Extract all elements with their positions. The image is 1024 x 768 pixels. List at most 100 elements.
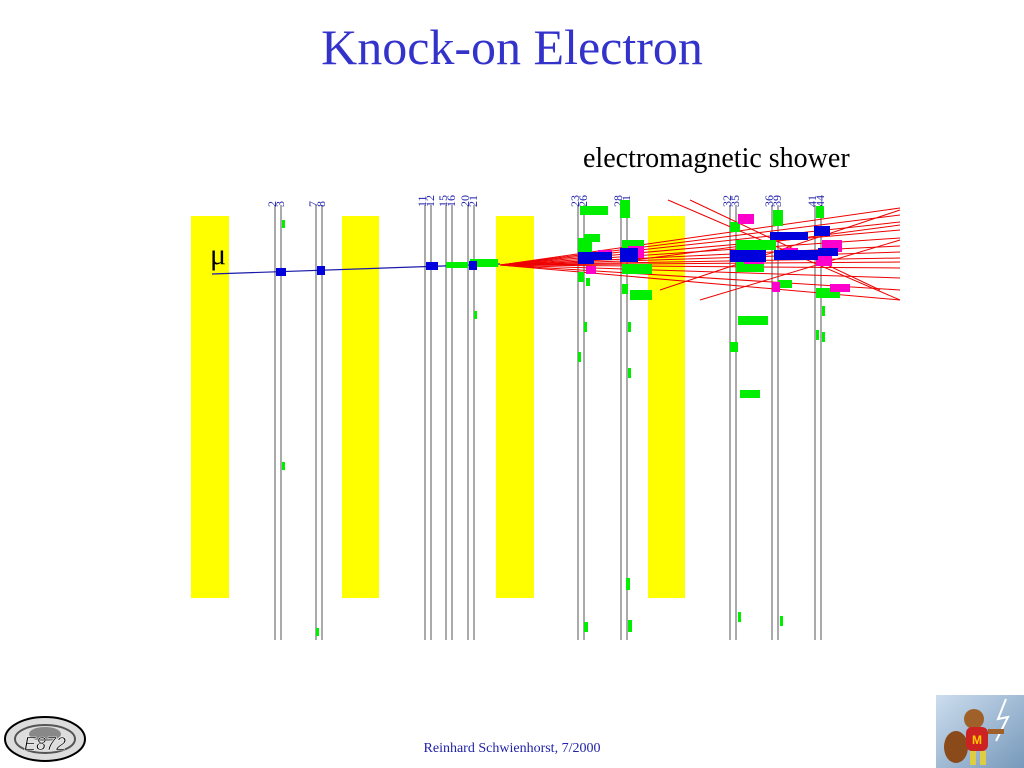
hit <box>740 390 760 398</box>
plane-number: 12 <box>423 195 437 207</box>
hit <box>426 262 438 270</box>
hit <box>446 262 468 268</box>
plane-number: 23 <box>568 195 582 207</box>
plane-number: 15 <box>436 195 450 207</box>
hit <box>816 330 819 340</box>
hit <box>586 266 596 274</box>
green-hits <box>282 200 840 636</box>
hit <box>282 220 285 228</box>
hit <box>578 352 581 362</box>
hit <box>778 280 792 288</box>
blue-hits <box>276 226 838 276</box>
hit <box>626 578 630 590</box>
hit <box>620 248 638 262</box>
shower-track <box>499 207 901 266</box>
hit <box>584 234 600 242</box>
shower-tracks <box>499 199 901 301</box>
steel-block <box>191 216 229 598</box>
plane-number: 3 <box>273 201 287 207</box>
hit <box>738 316 768 325</box>
hit <box>736 262 764 272</box>
plane-number: 21 <box>466 195 480 207</box>
plane-number: 36 <box>762 195 776 207</box>
hit <box>738 214 754 224</box>
shower-track <box>499 214 901 266</box>
shower-track <box>499 221 901 266</box>
hit <box>622 284 628 294</box>
slide-title: Knock-on Electron <box>321 19 703 75</box>
hit <box>774 250 818 260</box>
hit <box>469 261 477 270</box>
plane-number: 39 <box>770 195 784 207</box>
plane-number: 26 <box>576 195 590 207</box>
hit <box>730 250 766 262</box>
hit <box>822 306 825 316</box>
detector-planes <box>274 205 822 640</box>
hit <box>622 240 644 248</box>
hit <box>584 322 587 332</box>
hit <box>580 206 608 215</box>
steel-blocks <box>191 216 685 598</box>
hit <box>628 322 631 332</box>
hit <box>470 259 498 267</box>
hit <box>584 622 588 632</box>
hit <box>276 268 286 276</box>
mascot-logo: M <box>936 695 1024 768</box>
hit <box>628 368 631 378</box>
hit <box>630 290 652 300</box>
plane-numbers: 2 3 7 8 11 12 15 16 20 21 23 26 28 31 32… <box>265 195 827 207</box>
hit <box>474 311 477 319</box>
steel-block <box>648 216 685 598</box>
plane-number: 32 <box>720 195 734 207</box>
hit <box>317 266 325 275</box>
footer-credit: Reinhard Schwienhorst, 7/2000 <box>423 741 601 756</box>
hit <box>730 222 740 232</box>
hit <box>586 278 590 286</box>
shower-track <box>689 199 881 291</box>
e872-logo-text: E872 <box>24 734 66 754</box>
plane-number: 41 <box>805 195 819 207</box>
hit <box>822 332 825 342</box>
steel-block <box>496 216 534 598</box>
steel-block <box>342 216 379 598</box>
hit <box>622 264 652 274</box>
hit <box>628 620 632 632</box>
plane-number: 8 <box>314 201 328 207</box>
hit <box>772 282 780 292</box>
shower-track <box>499 257 901 266</box>
plane-number: 44 <box>813 195 827 207</box>
shower-label: electromagnetic shower <box>583 143 850 174</box>
hit <box>814 226 830 236</box>
hit <box>578 272 584 282</box>
shower-track <box>499 229 901 266</box>
hit <box>730 342 738 352</box>
hit <box>736 240 776 250</box>
hit <box>738 612 741 622</box>
shower-track <box>699 239 901 301</box>
e872-logo: E872 <box>4 716 86 762</box>
plane-number: 11 <box>415 195 429 207</box>
hit <box>816 256 832 266</box>
hit <box>316 628 319 636</box>
muon-label: μ <box>210 238 227 271</box>
shower-track <box>499 261 901 266</box>
hit <box>620 200 630 218</box>
hit <box>594 252 612 260</box>
hit <box>816 206 824 218</box>
plane-number: 7 <box>306 201 320 207</box>
plane-number: 16 <box>444 195 458 207</box>
hit <box>830 284 850 292</box>
hit <box>816 288 840 298</box>
shower-track <box>499 264 901 279</box>
hit <box>780 616 783 626</box>
plane-number: 35 <box>728 195 742 207</box>
plane-number: 2 <box>265 201 279 207</box>
svg-text:M: M <box>972 733 982 747</box>
hit <box>282 462 285 470</box>
hit <box>818 248 838 256</box>
hit <box>770 232 808 240</box>
plane-number: 20 <box>458 195 472 207</box>
hit <box>578 252 594 264</box>
hit <box>773 210 783 226</box>
